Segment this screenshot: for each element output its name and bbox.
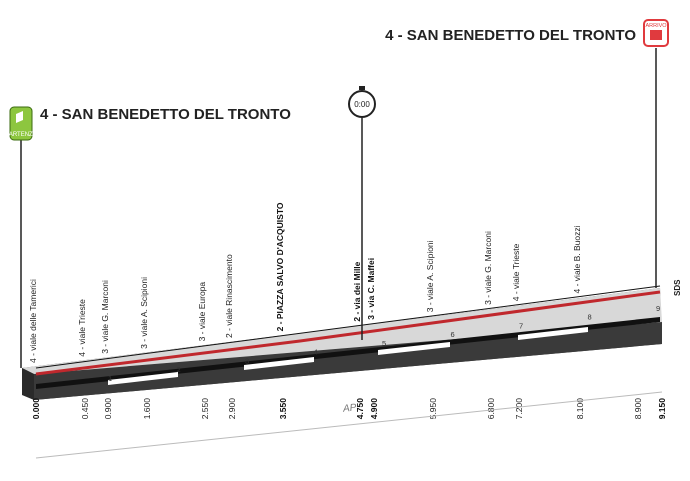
waypoint-km: 9.150 [657, 398, 667, 420]
waypoint-label: 3 - via C. Maffei [366, 258, 376, 320]
finish-badge-label: ARRIVO [645, 23, 667, 29]
waypoint-km: 8.100 [575, 398, 585, 420]
start-title: 4 - SAN BENEDETTO DEL TRONTO [40, 106, 291, 123]
km-marker: 6 [451, 330, 455, 339]
distance-strip [36, 317, 660, 389]
waypoint-km: 2.900 [227, 398, 237, 420]
start-badge-label: PARTENZA [5, 132, 36, 138]
km-marker: 8 [588, 313, 592, 322]
km-marker: 4 [314, 348, 318, 357]
km-marker: 5 [382, 339, 386, 348]
waypoint-km: 2.550 [200, 398, 210, 420]
sds-label: SDS [673, 279, 682, 296]
waypoint-km: 0.000 [31, 398, 41, 420]
waypoint-km: 0.450 [80, 398, 90, 420]
waypoint-label: 4 - viale Trieste [511, 243, 521, 301]
waypoint-label: 4 - viale Trieste [77, 299, 87, 357]
waypoint-km: 8.900 [633, 398, 643, 420]
km-marker: 3 [245, 356, 249, 365]
waypoint-km: 4.750 [355, 398, 365, 420]
km-marker: 2 [177, 365, 181, 374]
waypoint-label: 4 - viale B. Buozzi [572, 225, 582, 293]
waypoint-km: 5.950 [428, 398, 438, 420]
km-marker: 9 [656, 304, 660, 313]
bottom-rule: AP [35, 391, 663, 459]
waypoint-label: 3 - viale G. Marconi [100, 280, 110, 354]
finish-marker: ARRIVO 4 - SAN BENEDETTO DEL TRONTO [385, 19, 669, 288]
start-marker: PARTENZA 4 - SAN BENEDETTO DEL TRONTO [5, 106, 291, 368]
waypoint-label: 2 - via dei Mille [352, 261, 362, 321]
waypoint-label: 2 - PIAZZA SALVO D'ACQUISTO [275, 202, 285, 331]
time-check-marker: 0:00 [348, 86, 376, 340]
waypoint-km: 6.800 [486, 398, 496, 420]
waypoint-label: 3 - viale A. Scipioni [139, 277, 149, 349]
waypoint-label: 3 - viale A. Scipioni [425, 240, 435, 312]
stopwatch-icon [348, 90, 376, 118]
km-marker: 1 [108, 374, 112, 383]
waypoint-km: 0.900 [103, 398, 113, 420]
waypoint-label: 2 - viale Rinascimento [224, 254, 234, 338]
waypoint-km: 1.600 [142, 398, 152, 420]
time-check-clock: 0:00 [354, 100, 370, 109]
waypoint-km: 4.900 [369, 398, 379, 420]
waypoint-label: 4 - viale delle Tamerici [28, 279, 38, 363]
waypoint-label: 3 - viale Europa [197, 282, 207, 342]
road-label: AP [342, 402, 358, 414]
km-marker: 7 [519, 321, 523, 330]
waypoint-km: 7.200 [514, 398, 524, 420]
start-flag-icon [9, 106, 33, 141]
waypoint-label: 3 - viale G. Marconi [483, 231, 493, 305]
finish-title: 4 - SAN BENEDETTO DEL TRONTO [385, 27, 636, 44]
waypoint-km: 3.550 [278, 398, 288, 420]
